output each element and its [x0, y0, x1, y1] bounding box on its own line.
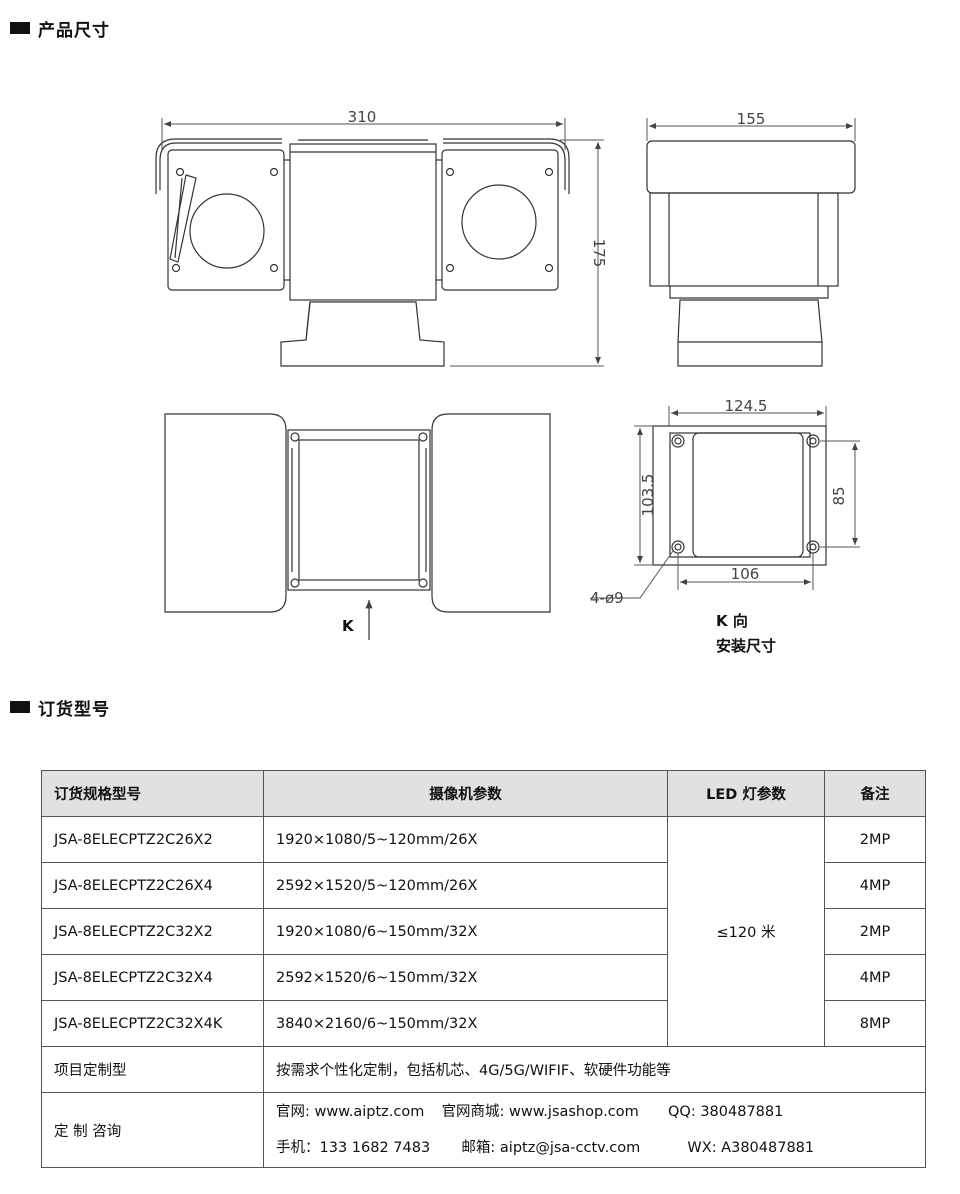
dim-hole-spacing-y: 85 — [830, 486, 848, 505]
dim-front-height: 175 — [590, 239, 608, 268]
section-heading-dimensions: 产品尺寸 — [10, 16, 110, 41]
contact-wx: WX: A380487881 — [687, 1140, 815, 1156]
table-row-custom: 项目定制型 按需求个性化定制，包括机芯、4G/5G/WIFIF、软硬件功能等 — [41, 1046, 926, 1093]
dimension-drawing: 310 175 155 124.5 103.5 85 106 4-ø9 K K … — [155, 108, 860, 655]
cell-note: 4MP — [824, 862, 926, 909]
cell-note: 2MP — [824, 816, 926, 863]
view-caption-line2: 安装尺寸 — [716, 637, 776, 655]
contact-line-1: 官网: www.aiptz.com 官网商城: www.jsashop.com … — [276, 1094, 913, 1130]
view-arrow-label: K — [342, 617, 355, 635]
dim-side-width: 155 — [737, 110, 766, 128]
view-caption-line1: K 向 — [716, 612, 748, 630]
dim-front-width: 310 — [348, 108, 377, 126]
table-row: JSA-8ELECPTZ2C32X4 2592×1520/6~150mm/32X… — [41, 954, 926, 1001]
cell-led: ≤120 米 — [667, 816, 825, 1047]
dim-mount-width: 124.5 — [725, 397, 768, 415]
dim-hole-spacing-x: 106 — [731, 565, 760, 583]
table-row: JSA-8ELECPTZ2C26X2 1920×1080/5~120mm/26X… — [41, 816, 926, 1047]
cell-model: JSA-8ELECPTZ2C26X4 — [41, 862, 264, 909]
section-heading-order: 订货型号 — [10, 695, 110, 720]
cell-model: JSA-8ELECPTZ2C32X4 — [41, 954, 264, 1001]
cell-camera: 2592×1520/5~120mm/26X — [263, 862, 668, 909]
contact-line-2: 手机：133 1682 7483 邮箱: aiptz@jsa-cctv.com … — [276, 1130, 913, 1166]
cell-note: 2MP — [824, 908, 926, 955]
col-header-camera: 摄像机参数 — [263, 770, 668, 817]
table-row: JSA-8ELECPTZ2C26X4 2592×1520/5~120mm/26X… — [41, 862, 926, 909]
col-header-led: LED 灯参数 — [667, 770, 825, 817]
dim-mount-height: 103.5 — [639, 474, 657, 517]
cell-custom-label: 项目定制型 — [41, 1046, 264, 1093]
col-header-note: 备注 — [824, 770, 926, 817]
table-header-row: 订货规格型号 摄像机参数 LED 灯参数 备注 — [41, 770, 926, 817]
heading-bullet-icon — [10, 701, 30, 713]
cell-model: JSA-8ELECPTZ2C32X4K — [41, 1000, 264, 1047]
table-row: JSA-8ELECPTZ2C32X4K 3840×2160/6~150mm/32… — [41, 1000, 926, 1047]
side-view — [646, 140, 856, 367]
table-row-contact: 定 制 咨询 官网: www.aiptz.com 官网商城: www.jsash… — [41, 1092, 926, 1168]
table-row: JSA-8ELECPTZ2C32X2 1920×1080/6~150mm/32X… — [41, 908, 926, 955]
heading-bullet-icon — [10, 22, 30, 34]
cell-custom-value: 按需求个性化定制，包括机芯、4G/5G/WIFIF、软硬件功能等 — [263, 1046, 926, 1093]
dim-hole-spec: 4-ø9 — [590, 589, 624, 607]
contact-phone: 手机：133 1682 7483 — [276, 1140, 431, 1156]
section-title: 订货型号 — [38, 699, 110, 720]
cell-camera: 1920×1080/6~150mm/32X — [263, 908, 668, 955]
contact-qq: QQ: 380487881 — [668, 1104, 784, 1120]
contact-website[interactable]: 官网: www.aiptz.com — [276, 1104, 425, 1120]
col-header-model: 订货规格型号 — [41, 770, 264, 817]
cell-note: 8MP — [824, 1000, 926, 1047]
cell-note: 4MP — [824, 954, 926, 1001]
front-view — [155, 138, 570, 367]
contact-shop[interactable]: 官网商城: www.jsashop.com — [441, 1104, 639, 1120]
cell-contact-label: 定 制 咨询 — [41, 1092, 264, 1168]
cell-camera: 1920×1080/5~120mm/26X — [263, 816, 668, 863]
cell-contact-info: 官网: www.aiptz.com 官网商城: www.jsashop.com … — [263, 1092, 926, 1168]
section-title: 产品尺寸 — [38, 20, 110, 41]
contact-email[interactable]: 邮箱: aiptz@jsa-cctv.com — [461, 1140, 641, 1156]
cell-model: JSA-8ELECPTZ2C26X2 — [41, 816, 264, 863]
order-spec-table: 订货规格型号 摄像机参数 LED 灯参数 备注 JSA-8ELECPTZ2C26… — [41, 770, 926, 1168]
cell-camera: 3840×2160/6~150mm/32X — [263, 1000, 668, 1047]
cell-camera: 2592×1520/6~150mm/32X — [263, 954, 668, 1001]
top-view — [164, 413, 551, 640]
mount-view — [652, 425, 827, 566]
cell-model: JSA-8ELECPTZ2C32X2 — [41, 908, 264, 955]
